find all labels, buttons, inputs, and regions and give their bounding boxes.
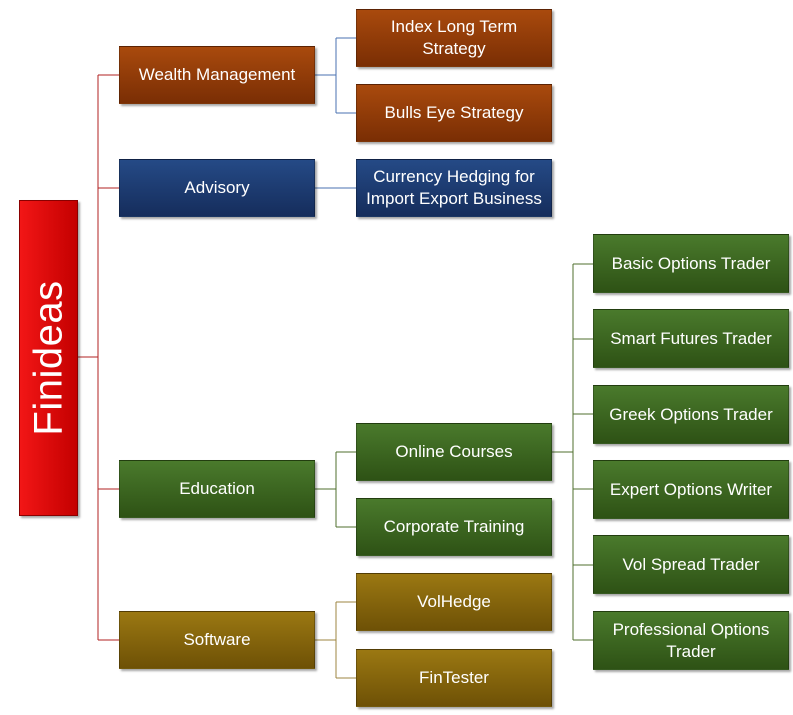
node-corporate-training: Corporate Training [356,498,552,556]
wealth-management-label: Wealth Management [138,65,296,84]
node-index-long-term-strategy: Index Long Term Strategy [356,9,552,67]
bulls-eye-strategy-label: Bulls Eye Strategy [384,103,524,122]
index-long-term-strategy-label: Index Long Term Strategy [390,17,518,58]
volhedge-label: VolHedge [417,592,491,611]
root-connectors [78,74,119,641]
node-wealth-management: Wealth Management [119,46,315,104]
software-connectors [315,601,356,679]
node-online-courses: Online Courses [356,423,552,481]
corporate-training-label: Corporate Training [383,517,525,536]
node-basic-options-trader: Basic Options Trader [593,234,789,293]
root-label: Finideas [26,280,71,436]
basic-options-trader-label: Basic Options Trader [611,253,771,273]
professional-options-trader-label: Professional Options Trader [612,619,770,661]
fintester-label: FinTester [419,668,489,687]
currency-hedging-label: Currency Hedging for Import Export Busin… [366,167,542,208]
node-greek-options-trader: Greek Options Trader [593,385,789,444]
advisory-label: Advisory [184,178,250,197]
smart-futures-trader-label: Smart Futures Trader [610,328,772,348]
node-professional-options-trader: Professional Options Trader [593,611,789,670]
online-courses-label: Online Courses [395,442,513,461]
node-vol-spread-trader: Vol Spread Trader [593,535,789,594]
node-smart-futures-trader: Smart Futures Trader [593,309,789,368]
node-bulls-eye-strategy: Bulls Eye Strategy [356,84,552,142]
education-connectors [315,451,356,528]
root-node-finideas: Finideas [19,200,78,516]
software-label: Software [183,630,251,649]
wealth-connectors [315,37,356,114]
node-advisory: Advisory [119,159,315,217]
education-label: Education [179,479,255,498]
expert-options-writer-label: Expert Options Writer [609,479,773,499]
vol-spread-trader-label: Vol Spread Trader [622,554,760,574]
greek-options-trader-label: Greek Options Trader [609,404,773,424]
online-courses-connectors [552,263,593,641]
node-education: Education [119,460,315,518]
node-currency-hedging: Currency Hedging for Import Export Busin… [356,159,552,217]
node-software: Software [119,611,315,669]
node-expert-options-writer: Expert Options Writer [593,460,789,519]
node-volhedge: VolHedge [356,573,552,631]
node-fintester: FinTester [356,649,552,707]
